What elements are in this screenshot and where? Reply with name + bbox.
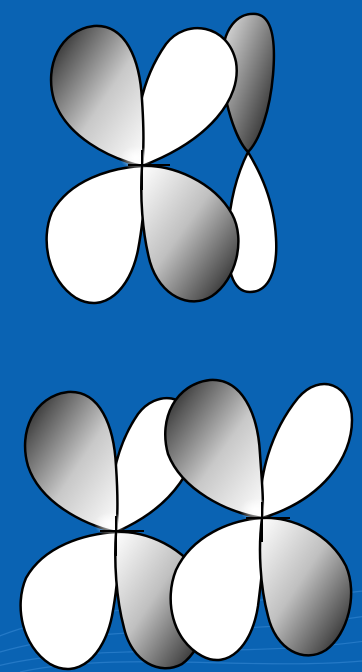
d-orbital-upper-left-lobe: [25, 392, 117, 532]
nucleus-glow: [120, 146, 152, 170]
d-orbital-right: [165, 380, 352, 660]
d-orbital: [47, 26, 239, 303]
d-orbital-lower-right-lobe: [141, 166, 238, 302]
d-orbital-upper-left-lobe: [51, 26, 143, 166]
d-orbital-lower-left-lobe: [21, 532, 118, 669]
orbital-pair-top: [47, 14, 277, 303]
orbital-pair-bottom: [21, 380, 352, 669]
d-orbital-lower-left-lobe: [171, 518, 264, 660]
d-orbital-upper-right-lobe: [137, 28, 236, 166]
d-orbital-upper-right-lobe: [261, 384, 352, 518]
d-orbital-lower-left-lobe: [47, 166, 144, 303]
d-orbital-upper-left-lobe: [165, 380, 263, 518]
nucleus-glow: [94, 512, 126, 536]
d-orbital-lower-right-lobe: [260, 518, 351, 656]
